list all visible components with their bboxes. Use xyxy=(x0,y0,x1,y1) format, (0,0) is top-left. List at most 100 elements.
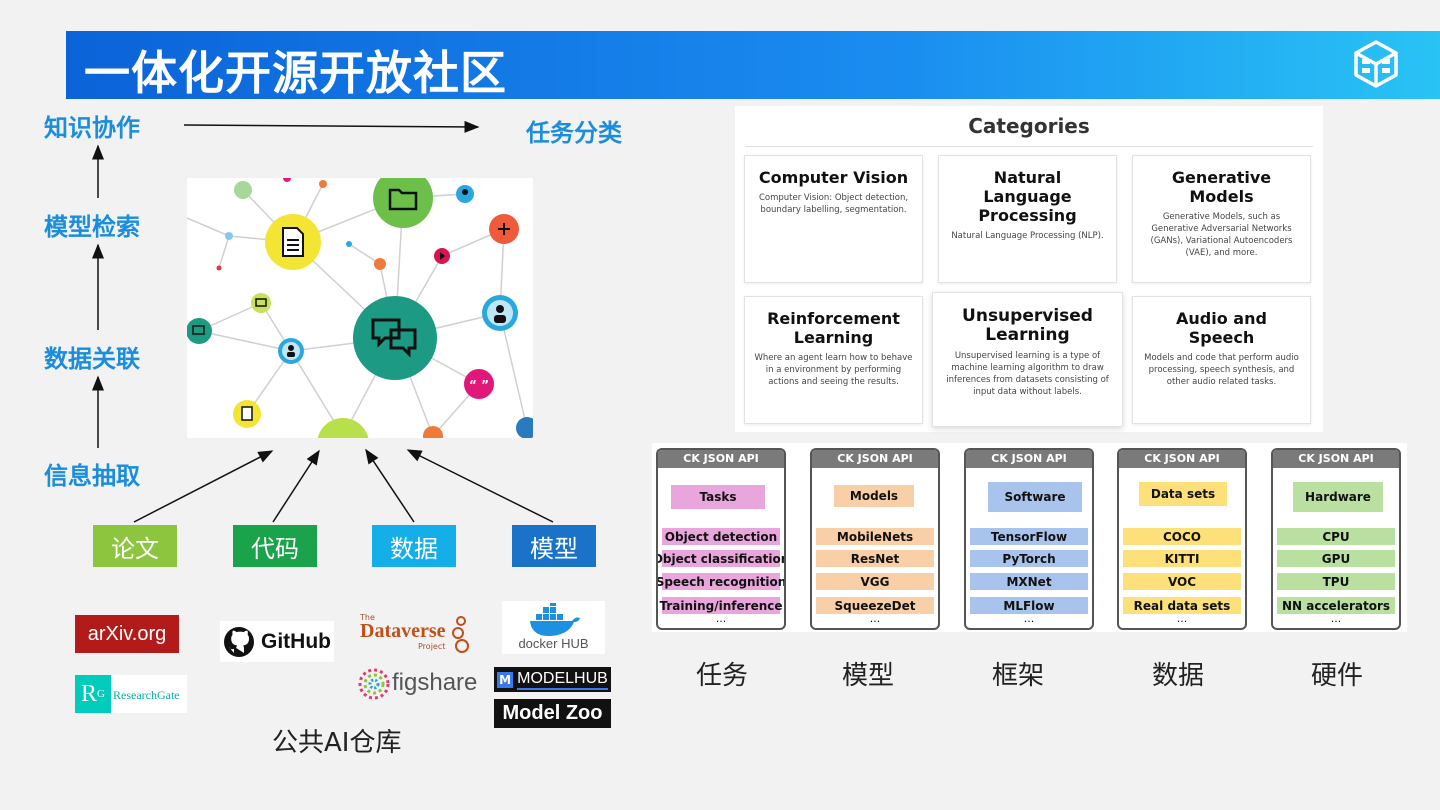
ck-card-item: NN accelerators xyxy=(1277,597,1395,614)
figshare-wordmark: figshare xyxy=(392,669,478,696)
category-card-nlp[interactable]: Natural Language Processing Natural Lang… xyxy=(938,155,1117,283)
ck-card-main-label: Hardware xyxy=(1293,482,1383,512)
ck-card-item: COCO xyxy=(1123,528,1241,545)
docker-whale-icon xyxy=(530,603,580,636)
github-logo: GitHub xyxy=(220,621,334,662)
category-card-audio-speech[interactable]: Audio and Speech Models and code that pe… xyxy=(1132,296,1311,424)
ck-card-item: MobileNets xyxy=(816,528,934,545)
arrow-to-task-class xyxy=(183,120,480,133)
tag-code: 代码 xyxy=(233,525,317,567)
ck-card-item: GPU xyxy=(1277,550,1395,567)
flow-data-link-label: 数据关联 xyxy=(44,345,140,373)
ck-card-item: TPU xyxy=(1277,573,1395,590)
ck-caption-hardware: 硬件 xyxy=(1310,661,1363,691)
category-card-desc: Generative Models, such as Generative Ad… xyxy=(1150,212,1293,258)
tag-model: 模型 xyxy=(512,525,596,567)
ck-card-item: Object classification xyxy=(656,550,786,567)
dockerhub-wordmark: docker HUB xyxy=(518,636,589,651)
modelzoo-logo: Model Zoo xyxy=(494,699,611,728)
category-card-desc: Computer Vision: Object detection, bound… xyxy=(758,193,909,215)
category-card-computer-vision[interactable]: Computer Vision Computer Vision: Object … xyxy=(744,155,923,283)
ck-card-item: MXNet xyxy=(970,573,1088,590)
ck-card-item: VGG xyxy=(816,573,934,590)
tag-paper: 论文 xyxy=(93,525,177,567)
category-card-title: Natural Language Processing xyxy=(978,168,1077,225)
ck-caption-task: 任务 xyxy=(695,661,748,691)
knowledge-network-image: “ ” xyxy=(187,178,533,438)
flow-info-extract-label: 信息抽取 xyxy=(44,462,140,490)
ck-card-main-label: Tasks xyxy=(671,485,765,509)
dataverse-rings-icon xyxy=(452,616,469,653)
title-banner: 一体化开源开放社区 xyxy=(66,31,1440,100)
ck-card-header: CK JSON API xyxy=(658,450,784,468)
flow-arrows xyxy=(92,120,554,523)
dataverse-logo: The Dataverse Project xyxy=(358,613,472,653)
researchgate-mark-letter: R xyxy=(81,680,98,707)
modelhub-logo: M MODELHUB xyxy=(494,667,611,692)
ck-card-item: KITTI xyxy=(1123,550,1241,567)
cube-logo-icon xyxy=(1352,39,1400,93)
ck-card-header: CK JSON API xyxy=(812,450,938,468)
flow-model-search-label: 模型检索 xyxy=(44,213,140,241)
researchgate-wordmark: ResearchGate xyxy=(113,688,180,702)
ck-card-more: ... xyxy=(869,612,881,625)
flow-knowledge-label: 知识协作 xyxy=(44,114,140,142)
category-card-reinforcement-learning[interactable]: Reinforcement Learning Where an agent le… xyxy=(744,296,923,424)
ck-card-main-label: Data sets xyxy=(1139,482,1227,506)
ck-card-more: ... xyxy=(715,612,727,625)
ck-card-item: VOC xyxy=(1123,573,1241,590)
category-card-title: Audio and Speech xyxy=(1176,309,1267,347)
ck-caption-data: 数据 xyxy=(1151,661,1204,691)
ck-card-header: CK JSON API xyxy=(1119,450,1245,468)
dataverse-project-text: Project xyxy=(418,642,446,651)
ck-caption-framework: 框架 xyxy=(991,661,1044,691)
category-card-title: Unsupervised Learning xyxy=(962,306,1093,345)
dataverse-the-text: The xyxy=(360,613,375,622)
ck-card-item: Real data sets xyxy=(1123,597,1241,614)
ck-card-item: Speech recognition xyxy=(656,573,786,590)
category-card-generative-models[interactable]: Generative Models Generative Models, suc… xyxy=(1132,155,1311,283)
ck-card-header: CK JSON API xyxy=(966,450,1092,468)
ck-card-item: Training/inference xyxy=(659,597,783,614)
category-card-desc: Natural Language Processing (NLP). xyxy=(951,231,1104,241)
ck-card-item: Object detection xyxy=(662,528,780,545)
arrow-paper xyxy=(133,450,274,523)
category-card-title: Generative Models xyxy=(1171,168,1272,206)
arxiv-logo: arXiv.org xyxy=(75,615,179,653)
category-card-unsupervised-learning[interactable]: Unsupervised Learning Unsupervised learn… xyxy=(932,292,1123,427)
tag-data: 数据 xyxy=(372,525,456,567)
category-card-title: Computer Vision xyxy=(758,168,909,187)
github-octocat-icon xyxy=(224,626,254,657)
flow-task-class-label: 任务分类 xyxy=(526,119,622,147)
public-ai-repo-caption: 公共AI仓库 xyxy=(272,728,402,758)
ck-card-item: CPU xyxy=(1277,528,1395,545)
ck-caption-model: 模型 xyxy=(841,661,894,691)
ck-card-main-label: Software xyxy=(988,482,1082,512)
modelhub-m-icon: M xyxy=(497,671,514,688)
dataverse-wordmark: Dataverse xyxy=(360,620,446,642)
arrow-model xyxy=(406,449,554,523)
categories-divider xyxy=(745,146,1313,147)
arrow-data xyxy=(365,448,415,523)
ck-card-item: MLFlow xyxy=(970,597,1088,614)
categories-title: Categories xyxy=(968,114,1090,138)
ck-card-more: ... xyxy=(1023,612,1035,625)
modelhub-wordmark: MODELHUB xyxy=(517,670,608,690)
researchgate-mark-sup: G xyxy=(97,688,105,700)
dockerhub-logo: docker HUB xyxy=(502,601,605,654)
categories-panel: Categories Computer Vision Computer Visi… xyxy=(735,106,1323,432)
category-card-desc: Where an agent learn how to behave in a … xyxy=(754,353,913,387)
ck-card-item: PyTorch xyxy=(970,550,1088,567)
ck-card-more: ... xyxy=(1176,612,1188,625)
figshare-logo: figshare xyxy=(357,666,477,702)
ck-card-header: CK JSON API xyxy=(1273,450,1399,468)
ck-card-item: ResNet xyxy=(816,550,934,567)
category-card-desc: Models and code that perform audio proce… xyxy=(1144,353,1299,387)
